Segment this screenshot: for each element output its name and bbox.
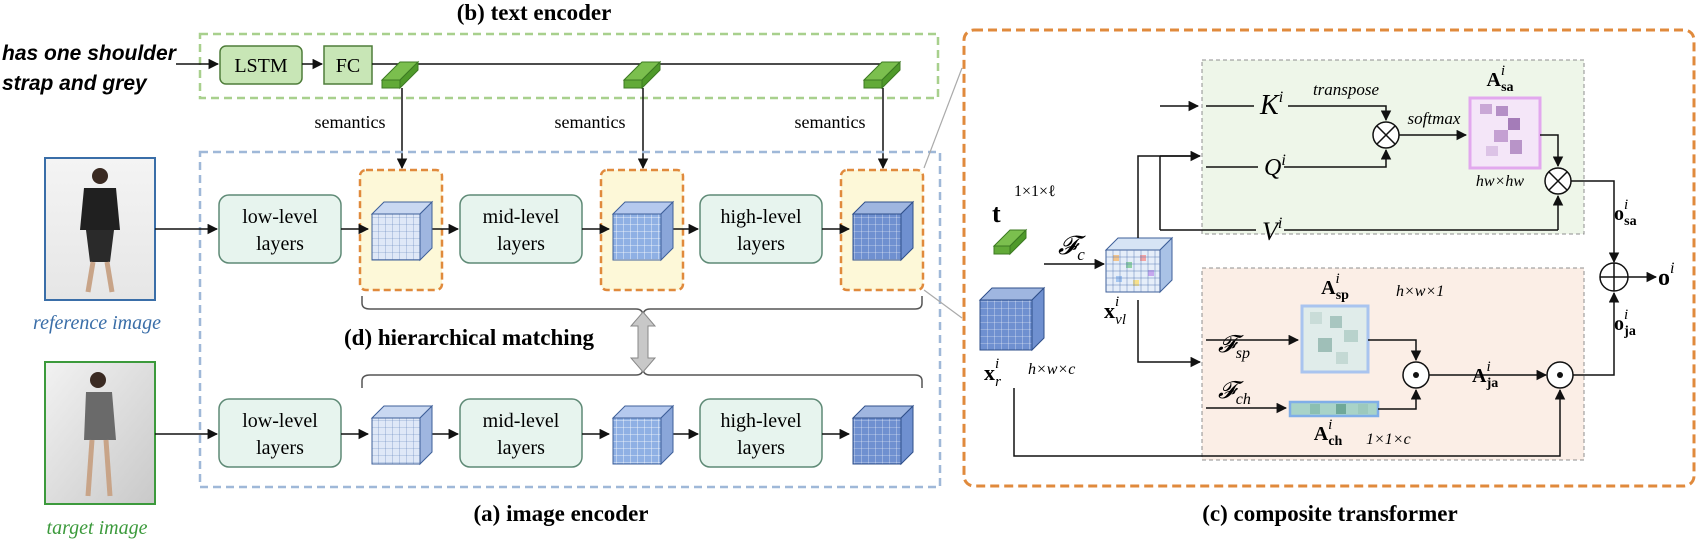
target-image-caption: target image [47,517,148,539]
text-encoder-title: (b) text encoder [457,0,612,25]
hierarchical-matching-title: (d) hierarchical matching [344,325,594,350]
output-o-label: oi [1658,260,1674,291]
fc-block [323,45,373,85]
feature-cube-low-tgt-icon [370,404,434,466]
lstm-block [219,45,303,85]
target-image [44,361,156,505]
composite-transformer-frame [962,28,1696,488]
mid-level-label: mid-level [483,410,560,432]
t-dims: 1×1×ℓ [1014,183,1056,200]
arrow-xvl-to-bottom [1137,300,1202,368]
mid-level-layers-block-tgt: mid-level layers [459,398,583,468]
feature-cube-mid-tgt-icon [611,404,675,466]
lstm-label: LSTM [234,55,288,77]
t-symbol: t [992,199,1001,228]
channel-attention-vector [1288,400,1380,418]
A-sa-dims: hw×hw [1476,173,1524,190]
semantics-label-2: semantics [555,112,626,132]
oplus-icon [1599,262,1629,292]
layers-label: layers [737,233,785,255]
odot-icon [1402,361,1430,389]
zoom-line-bottom [923,289,963,319]
arrow-K-otimes [1288,105,1392,122]
semantics-label-3: semantics [795,112,866,132]
reference-image-caption: reference image [33,312,161,334]
semantic-vector-2-icon [622,60,662,90]
odot-icon [1546,361,1574,389]
arrow-xr-to-odot2 [1013,388,1566,457]
self-attention-map [1468,96,1542,170]
softmax-label: softmax [1408,109,1461,128]
K-label: Ki [1259,89,1283,121]
joint-attention-region [1201,267,1585,461]
feature-cube-high-ref-icon [851,200,915,262]
semantic-vector-3-icon [862,60,902,90]
arrow-Asp-odot [1368,339,1422,362]
high-level-label: high-level [720,410,802,432]
layers-label: layers [737,437,785,459]
feature-cube-mid-ref-icon [611,200,675,262]
high-level-layers-block-ref: high-level layers [699,194,823,264]
A-ch-dims: 1×1×c [1366,431,1411,448]
image-encoder-title: (a) image encoder [474,501,649,526]
F-ch-label: 𝓕ch [1218,378,1251,408]
matching-double-arrow-icon [629,311,657,373]
feature-cube-low-ref-icon [370,200,434,262]
arrow-Ach-odot [1378,388,1422,410]
arrow-Q-otimes [1284,148,1392,168]
fused-feature-cube-icon [1104,236,1174,294]
high-level-layers-block-tgt: high-level layers [699,398,823,468]
Q-label: Qi [1264,152,1286,181]
layers-label: layers [256,437,304,459]
otimes-icon [1372,121,1400,149]
low-level-label: low-level [242,410,318,432]
semantics-label-1: semantics [315,112,386,132]
query-text-line1: has one shoulder [2,42,178,65]
layers-label: layers [497,233,545,255]
V-label: Vi [1262,215,1282,246]
feature-cube-high-tgt-icon [851,404,915,466]
mid-level-label: mid-level [483,206,560,228]
text-vector-t-icon [992,228,1028,256]
layers-label: layers [497,437,545,459]
composite-transformer-title: (c) composite transformer [1202,501,1457,526]
low-level-layers-block-tgt: low-level layers [218,398,342,468]
x-r-dims: h×w×c [1028,361,1075,378]
low-level-layers-block-ref: low-level layers [218,194,342,264]
transpose-label: transpose [1313,80,1380,99]
layers-label: layers [256,233,304,255]
A-sp-dims: h×w×1 [1396,283,1444,300]
arrow-Asa-otimes2 [1540,134,1564,168]
semantic-vector-1-icon [380,60,420,90]
low-level-label: low-level [242,206,318,228]
query-text-line2: strap and grey [2,72,148,95]
spatial-attention-map [1300,304,1370,374]
mid-level-layers-block-ref: mid-level layers [459,194,583,264]
otimes-icon [1544,167,1572,195]
reference-feature-cube-icon [978,286,1046,352]
reference-image [44,157,156,301]
text-encoder-frame [198,32,940,100]
fc-label: FC [336,55,360,77]
fc-operator: 𝓕c [1058,231,1086,264]
arrow-xvl-to-top [1137,150,1202,238]
image-encoder-frame [198,150,942,489]
arrow-osa-to-oplus [1571,180,1620,264]
high-level-label: high-level [720,206,802,228]
zoom-line-top [923,67,963,169]
arrow-oja-to-oplus [1573,291,1620,376]
